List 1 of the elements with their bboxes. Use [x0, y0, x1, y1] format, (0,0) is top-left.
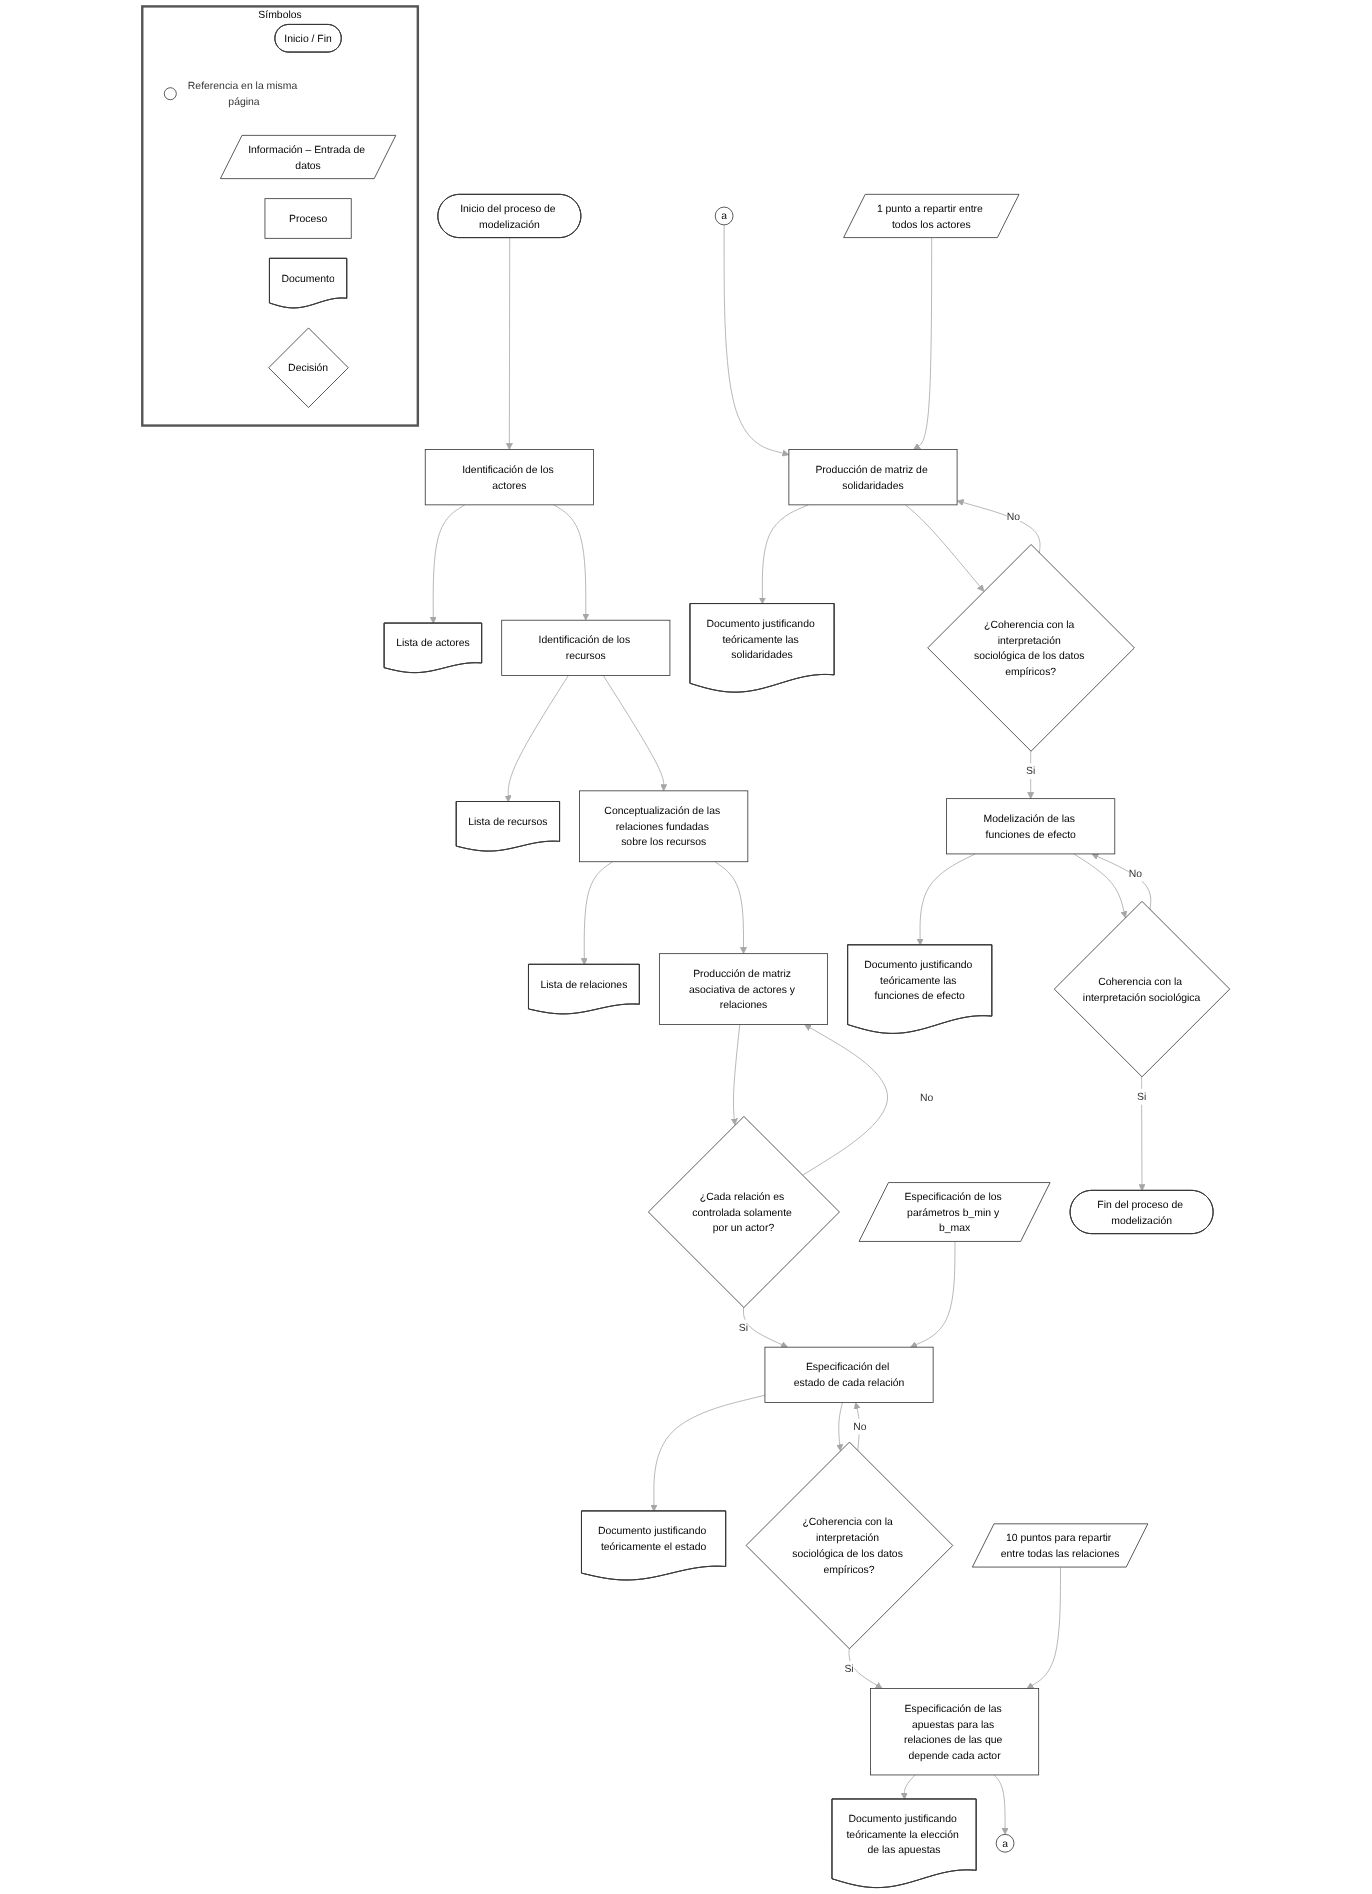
node-circle [163, 87, 177, 101]
